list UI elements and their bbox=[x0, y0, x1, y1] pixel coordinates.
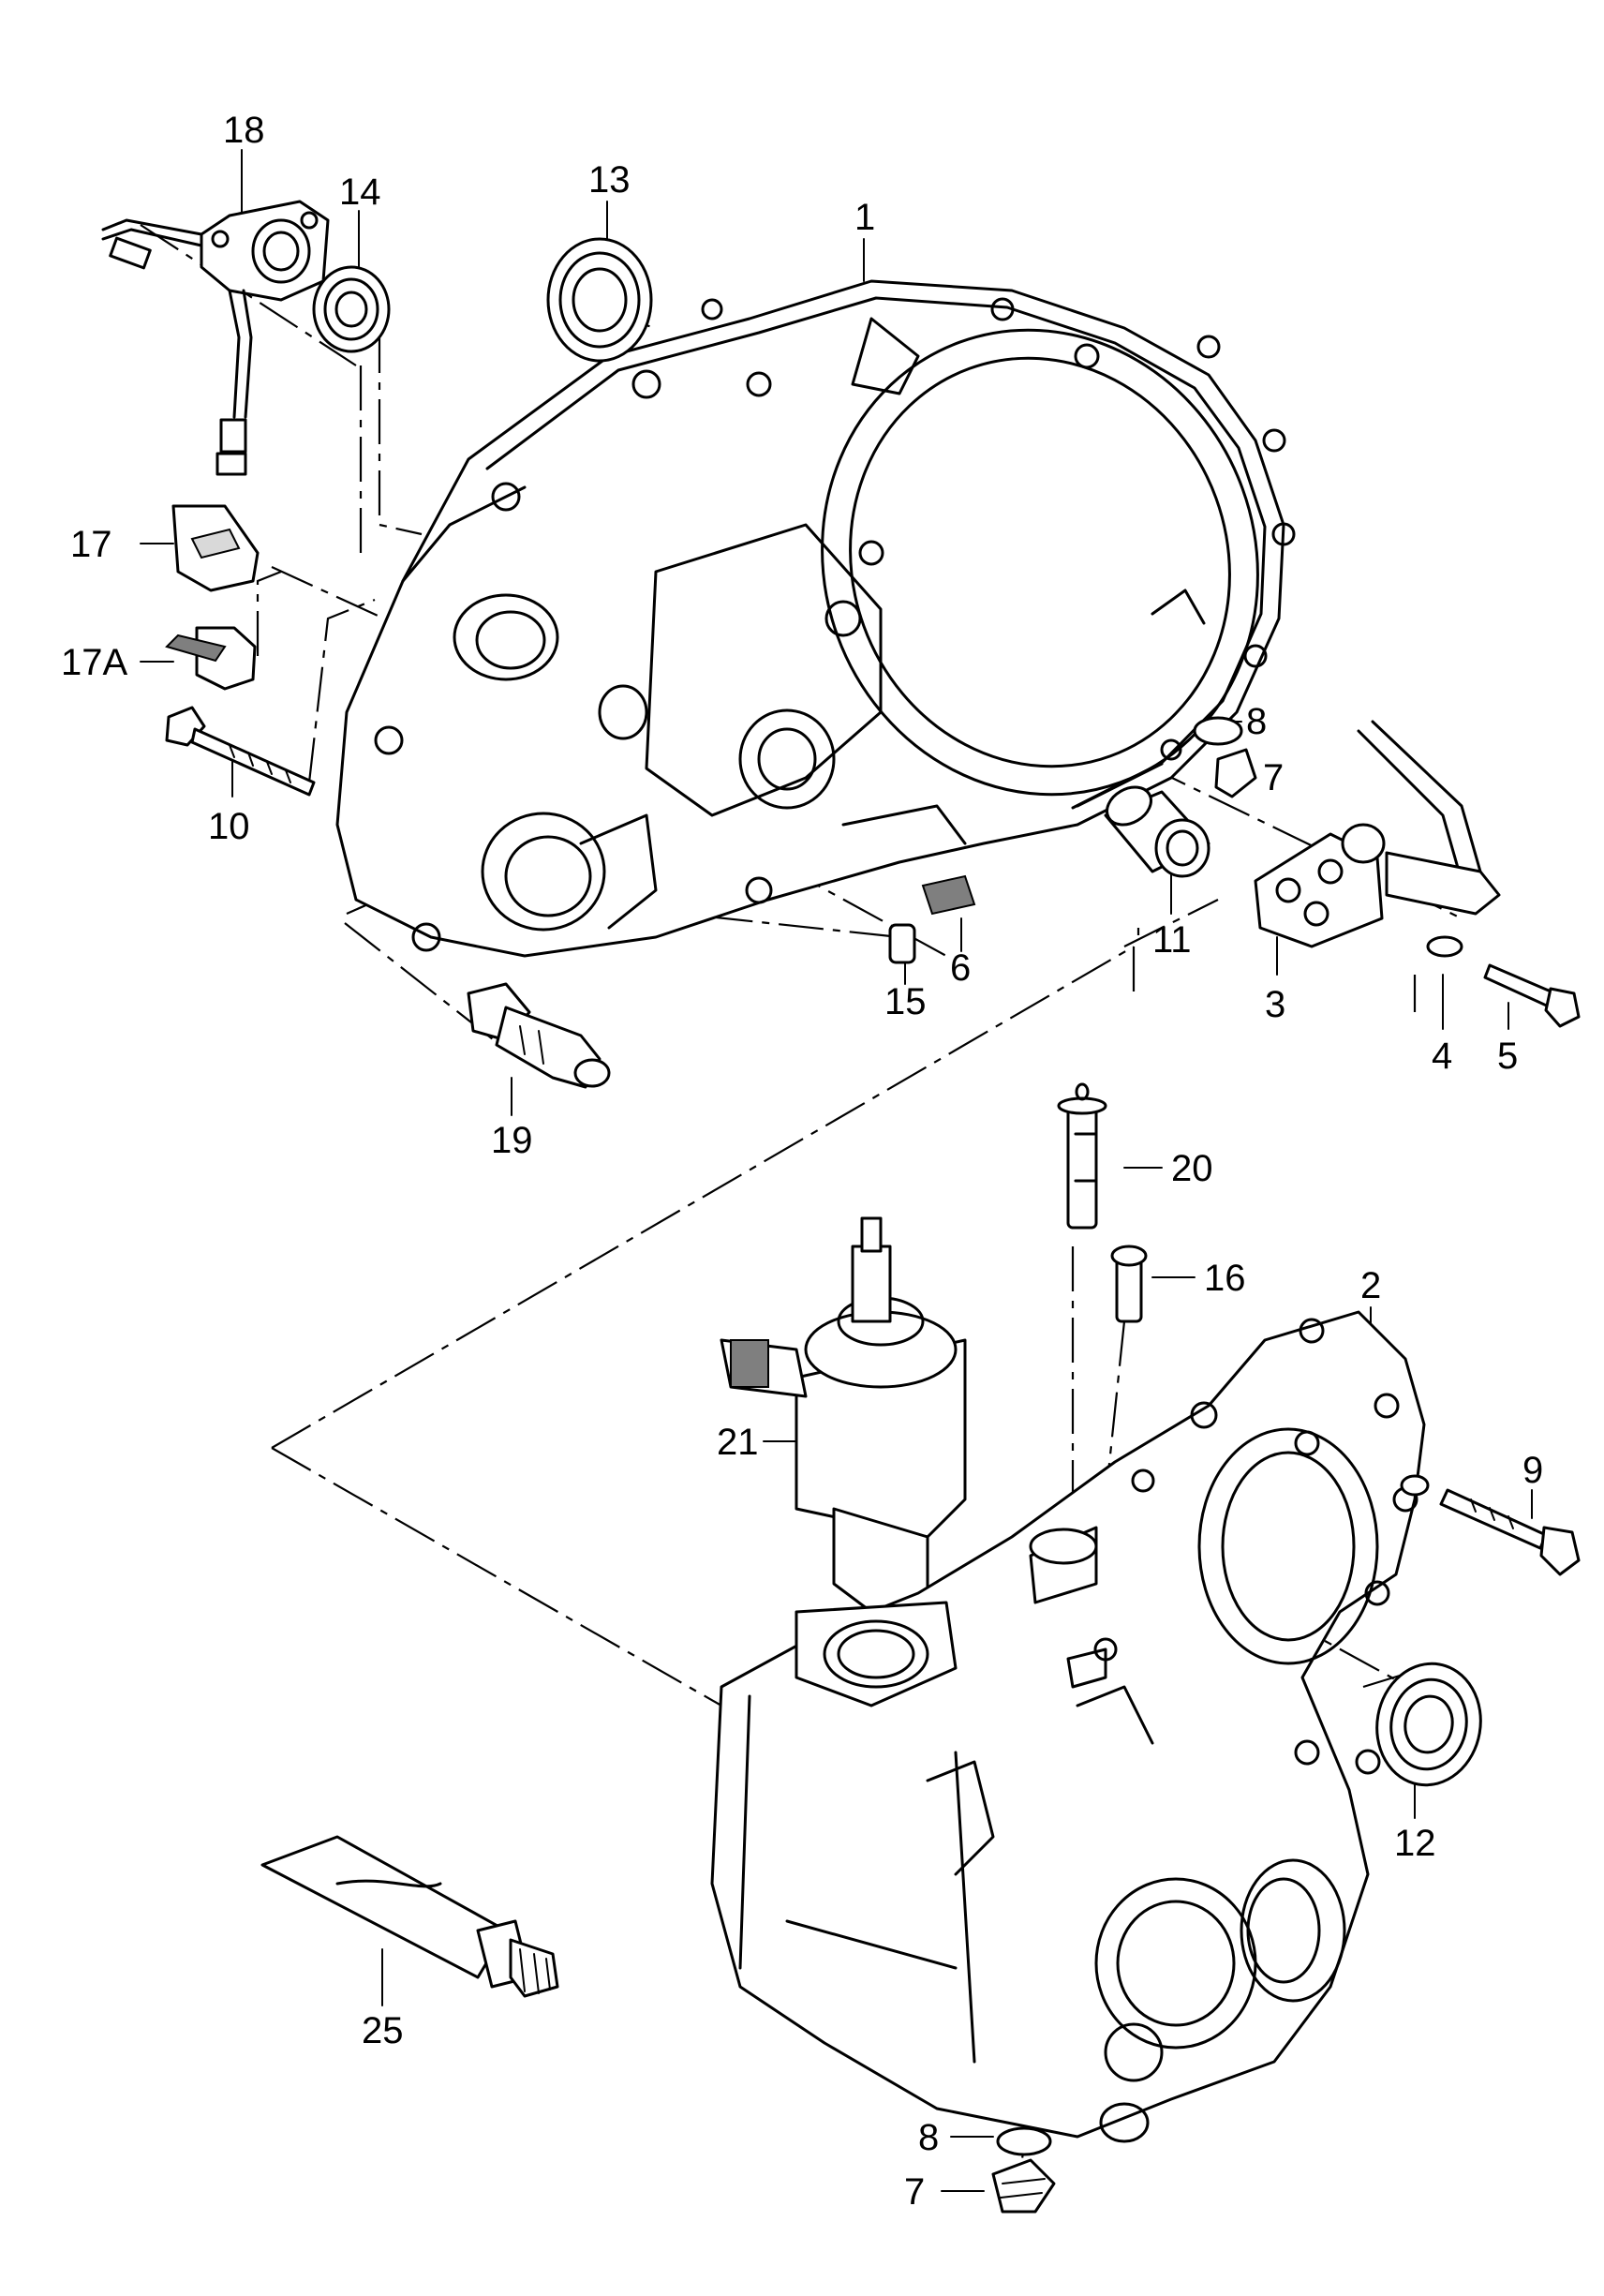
callout-label: 7 bbox=[904, 2171, 925, 2213]
washer-part-8-upper bbox=[1193, 716, 1243, 746]
bushing-part-17 bbox=[171, 504, 260, 592]
callout-label: 19 bbox=[491, 1120, 533, 1161]
callout-label: 17A bbox=[61, 642, 127, 683]
callout-label: 11 bbox=[1152, 919, 1192, 961]
tube-part-4 bbox=[1357, 720, 1501, 958]
sealant-tube-part-25 bbox=[260, 1835, 559, 1998]
flange-part-3 bbox=[1254, 823, 1386, 948]
callout-label: 5 bbox=[1497, 1036, 1518, 1077]
callout-label: 15 bbox=[884, 981, 927, 1022]
sleeve-part-11 bbox=[1104, 785, 1210, 878]
slave-cylinder-part-18 bbox=[101, 200, 330, 476]
plug-part-7-lower bbox=[991, 2158, 1056, 2214]
gearbox-housing-part-2 bbox=[710, 1310, 1426, 2143]
callout-label: 25 bbox=[362, 2010, 404, 2051]
callout-label: 2 bbox=[1360, 1265, 1381, 1306]
callout-label: 6 bbox=[950, 947, 971, 989]
callout-label: 16 bbox=[1204, 1258, 1246, 1299]
callout-label: 17 bbox=[70, 524, 112, 565]
clutch-housing-part-1 bbox=[335, 279, 1296, 958]
pin-part-16 bbox=[1110, 1245, 1148, 1323]
bolt-part-5 bbox=[1483, 963, 1581, 1028]
callout-label: 20 bbox=[1171, 1148, 1213, 1189]
callout-label: 13 bbox=[588, 159, 631, 201]
callout-label: 7 bbox=[1263, 757, 1284, 798]
bushing-part-17a bbox=[165, 626, 257, 691]
bolt-part-9 bbox=[1400, 1474, 1581, 1576]
callout-label: 3 bbox=[1265, 984, 1285, 1025]
switch-part-19 bbox=[467, 982, 611, 1089]
pin-part-15 bbox=[888, 923, 916, 964]
speed-sensor-part-21 bbox=[720, 1216, 967, 1614]
callout-label: 14 bbox=[339, 171, 381, 213]
callout-label: 4 bbox=[1432, 1036, 1452, 1077]
sensor-part-20 bbox=[1057, 1082, 1107, 1230]
callout-label: 21 bbox=[717, 1422, 759, 1463]
callout-label: 12 bbox=[1394, 1823, 1436, 1864]
callout-label: 8 bbox=[918, 2117, 939, 2158]
seal-part-12 bbox=[1375, 1662, 1482, 1787]
seal-part-13 bbox=[546, 237, 653, 363]
seal-part-14 bbox=[312, 265, 391, 353]
plug-part-7-upper bbox=[1214, 748, 1257, 798]
bolt-part-10 bbox=[165, 706, 316, 797]
callout-labels: 18 14 13 1 17 17A 10 8 7 11 3 4 5 6 15 1… bbox=[61, 110, 1543, 2213]
washer-part-8-lower bbox=[996, 2126, 1052, 2156]
callout-label: 10 bbox=[208, 806, 250, 847]
callout-label: 8 bbox=[1246, 701, 1267, 742]
pad-part-6 bbox=[921, 874, 976, 916]
callout-label: 9 bbox=[1522, 1450, 1543, 1491]
callout-label: 18 bbox=[223, 110, 265, 151]
callout-label: 1 bbox=[854, 197, 875, 238]
